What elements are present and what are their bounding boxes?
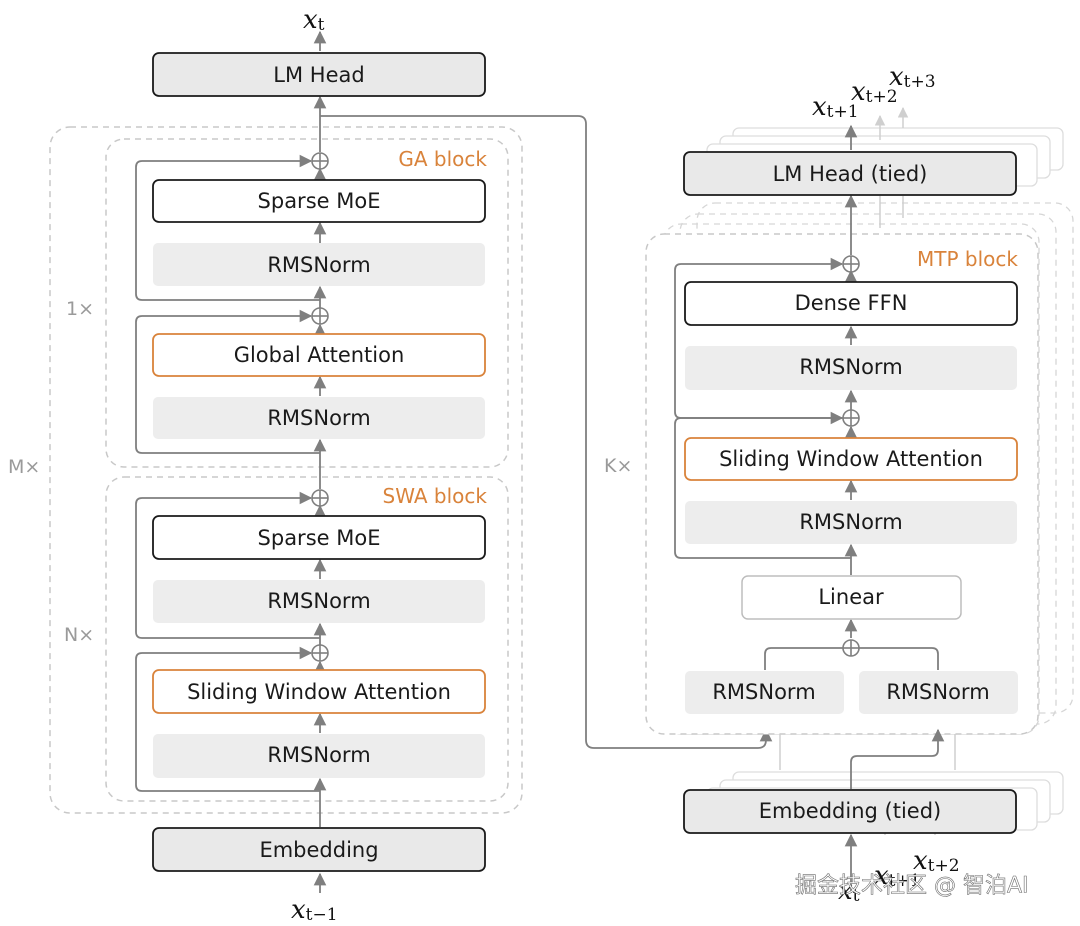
ga-attention-label: Global Attention <box>234 343 405 367</box>
ga-multiplier: 1× <box>66 298 94 320</box>
mtp-ffn-label: Dense FFN <box>795 291 908 315</box>
mtp-output-3-label: xt+3 <box>889 62 936 92</box>
mtp-rmsnorm-attn: RMSNorm <box>685 501 1017 544</box>
mtp-norm-left-label: RMSNorm <box>712 680 815 704</box>
swa-multiplier: N× <box>64 624 94 646</box>
mtp-input-2-label: xt+1 <box>874 861 921 891</box>
watermark: 掘金技术社区 @ 智泊AI <box>795 874 1029 899</box>
swa-sparse-moe: Sparse MoE <box>152 515 486 560</box>
swa-moe-label: Sparse MoE <box>258 526 381 550</box>
swa-attn-residual-add-icon <box>311 644 329 662</box>
ga-rmsnorm-top: RMSNorm <box>153 243 485 286</box>
input-token-label: xt−1 <box>291 895 338 925</box>
mtp-block-label: MTP block <box>917 247 1018 271</box>
ga-block-container <box>105 138 509 468</box>
mtp-linear-label: Linear <box>818 585 884 609</box>
output-token-label: xt <box>303 5 325 35</box>
mtp-concat-add-icon <box>842 639 860 657</box>
mtp-norm-attn-label: RMSNorm <box>799 510 902 534</box>
swa-block-container <box>105 476 509 802</box>
ga-rmsnorm-bottom: RMSNorm <box>153 397 485 439</box>
mtp-input-1-label: xt <box>838 876 860 906</box>
main-model: LM Head Sparse MoE RMSNorm Global Attent… <box>8 5 773 925</box>
ga-moe-residual-add-icon <box>311 152 329 170</box>
mtp-embedding: Embedding (tied) <box>683 789 1017 834</box>
mtp-sliding-window-attention: Sliding Window Attention <box>684 437 1018 481</box>
mtp-attn-residual-add-icon <box>842 409 860 427</box>
mtp-rmsnorm-right: RMSNorm <box>859 671 1018 714</box>
mtp-norm-ffn-label: RMSNorm <box>799 355 902 379</box>
swa-sliding-window-attention: Sliding Window Attention <box>152 669 486 714</box>
embedding: Embedding <box>152 827 486 872</box>
swa-rmsnorm-top: RMSNorm <box>153 580 485 623</box>
mtp-linear: Linear <box>741 575 962 620</box>
swa-rmsnorm-bottom: RMSNorm <box>153 734 485 778</box>
ga-norm-bottom-label: RMSNorm <box>267 406 370 430</box>
ga-moe-label: Sparse MoE <box>258 189 381 213</box>
mtp-output-2-label: xt+2 <box>851 77 898 107</box>
mtp-embedding-label: Embedding (tied) <box>759 799 942 823</box>
outer-repeat-container <box>49 126 523 814</box>
lm-head-label: LM Head <box>273 63 364 87</box>
ga-sparse-moe: Sparse MoE <box>152 179 486 223</box>
mtp-rmsnorm-left: RMSNorm <box>685 671 844 714</box>
lm-head: LM Head <box>152 52 486 97</box>
mtp-lm-head: LM Head (tied) <box>683 151 1017 196</box>
mtp-rmsnorm-ffn: RMSNorm <box>685 346 1017 390</box>
ga-block-label: GA block <box>398 147 487 171</box>
swa-attention-label: Sliding Window Attention <box>187 680 451 704</box>
mtp-norm-right-label: RMSNorm <box>886 680 989 704</box>
mtp-lm-head-label: LM Head (tied) <box>773 162 928 186</box>
swa-block-label: SWA block <box>383 484 488 508</box>
ga-attn-residual-add-icon <box>311 307 329 325</box>
ga-norm-top-label: RMSNorm <box>267 253 370 277</box>
swa-norm-top-label: RMSNorm <box>267 589 370 613</box>
swa-moe-residual-add-icon <box>311 489 329 507</box>
mtp-dense-ffn: Dense FFN <box>684 281 1018 326</box>
mtp-module: LM Head (tied) Dense FFN RMSNorm Sliding… <box>604 62 1074 906</box>
global-attention: Global Attention <box>152 333 486 377</box>
mtp-input-3-label: xt+2 <box>913 846 960 876</box>
embedding-label: Embedding <box>259 838 378 862</box>
mtp-multiplier: K× <box>604 455 632 477</box>
mtp-attention-label: Sliding Window Attention <box>719 447 983 471</box>
mtp-ffn-residual-add-icon <box>842 255 860 273</box>
mtp-output-1-label: xt+1 <box>812 92 859 122</box>
swa-norm-bottom-label: RMSNorm <box>267 743 370 767</box>
outer-multiplier: M× <box>8 456 40 478</box>
